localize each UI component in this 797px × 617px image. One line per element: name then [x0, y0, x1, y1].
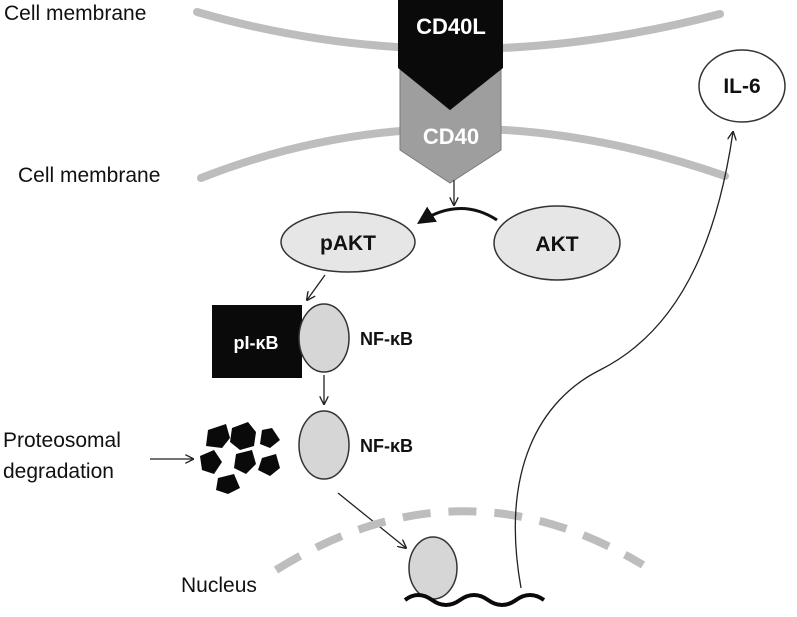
nucleus-label: Nucleus — [181, 574, 257, 597]
nfkb-to-nucleus-arrow — [337, 492, 406, 548]
cd40l-label: CD40L — [416, 14, 486, 39]
proteosomal-label-line2: degradation — [3, 460, 114, 483]
cd40l-ligand — [398, 0, 503, 110]
pakt-to-ikb-arrow — [307, 274, 326, 300]
cd40-label: CD40 — [423, 124, 479, 149]
nfkb-bound-label: NF-κB — [360, 329, 413, 349]
akt-to-pakt-curved-arrow — [416, 206, 498, 224]
pikb-label: pI-κB — [233, 333, 278, 353]
transcription-arrow-to-il6 — [514, 132, 733, 589]
il6-circle — [698, 49, 786, 123]
upper-cell-membrane-label: Cell membrane — [4, 2, 146, 25]
nfkb-free-label: NF-κB — [360, 436, 413, 456]
nfkb-free-oval — [298, 410, 350, 480]
nuclear-membrane — [273, 507, 646, 574]
pakt-oval — [280, 211, 416, 273]
akt-oval — [493, 205, 621, 281]
lower-cell-membrane-label: Cell membrane — [18, 164, 160, 187]
nfkb-nuclear-oval — [408, 536, 458, 600]
il6-label: IL-6 — [723, 75, 760, 98]
nfkb-bound-oval — [298, 303, 350, 373]
degraded-fragments — [200, 422, 280, 494]
dna-strand — [403, 593, 546, 607]
pikb-box — [212, 305, 302, 378]
akt-label: AKT — [535, 233, 578, 256]
pakt-label: pAKT — [320, 232, 376, 255]
proteosomal-label-line1: Proteosomal — [3, 429, 121, 452]
